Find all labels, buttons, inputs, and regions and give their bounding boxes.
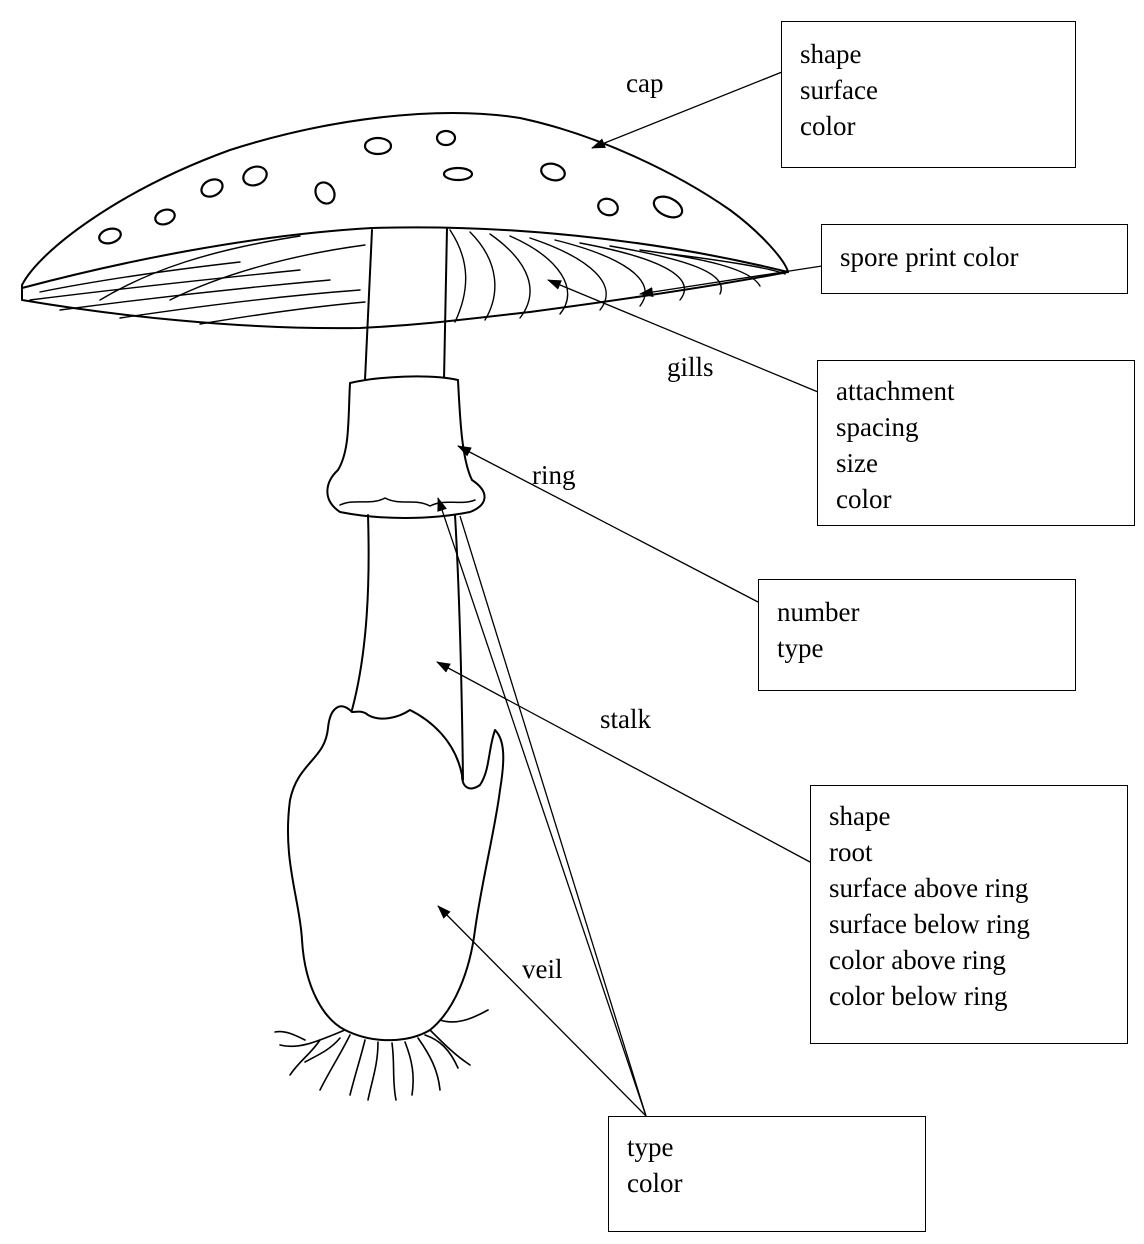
cap-underside-line [21, 226, 789, 289]
box-line: surface [800, 75, 878, 105]
stalk-arrow [436, 661, 811, 863]
box-line: shape [800, 39, 862, 69]
box-line: color [800, 111, 856, 141]
veil-features-box: type color [608, 1116, 926, 1232]
veil-label: veil [522, 954, 563, 984]
box-line: root [829, 837, 873, 867]
box-line: size [836, 448, 878, 478]
leader-lines [436, 71, 823, 1117]
box-line: color [836, 484, 892, 514]
ring-arrow [457, 445, 759, 603]
box-line: spacing [836, 412, 919, 442]
upper-stalk [364, 227, 448, 381]
box-line: color [627, 1168, 683, 1198]
mushroom-ring [326, 375, 486, 519]
box-line: shape [829, 801, 891, 831]
gills-label: gills [667, 352, 714, 382]
box-line: number [777, 597, 860, 627]
gills-arrow [547, 279, 819, 393]
spore-print-box: spore print color [821, 224, 1128, 294]
box-line: type [627, 1132, 674, 1162]
cap-arrow [591, 71, 783, 149]
ring-ruffle [339, 497, 476, 507]
ring-label: ring [532, 460, 576, 490]
box-line: surface below ring [829, 909, 1030, 939]
veil-to-ring-arrow [437, 497, 647, 1117]
lower-stalk [351, 514, 464, 781]
mushroom-illustration [21, 112, 789, 1101]
cap-label: cap [626, 68, 664, 98]
mushroom-roots [274, 1009, 489, 1101]
gills-features-box: attachment spacing size color [817, 360, 1135, 526]
ring-features-box: number type [758, 579, 1076, 691]
stalk-features-box: shape root surface above ring surface be… [810, 785, 1128, 1044]
veil-to-ring-line [459, 515, 647, 1117]
mushroom-veil [287, 705, 505, 1042]
cap-features-box: shape surface color [781, 21, 1076, 168]
mushroom-cap [21, 112, 789, 330]
box-line: color below ring [829, 981, 1008, 1011]
box-line: color above ring [829, 945, 1006, 975]
cap-spots [98, 129, 684, 245]
stalk-label: stalk [600, 704, 651, 734]
box-line: spore print color [840, 242, 1019, 272]
veil-arrow [437, 905, 647, 1117]
spore-print-arrow [639, 265, 823, 297]
box-line: attachment [836, 376, 955, 406]
gills-hatching [29, 229, 786, 325]
box-line: surface above ring [829, 873, 1029, 903]
box-line: type [777, 633, 824, 663]
